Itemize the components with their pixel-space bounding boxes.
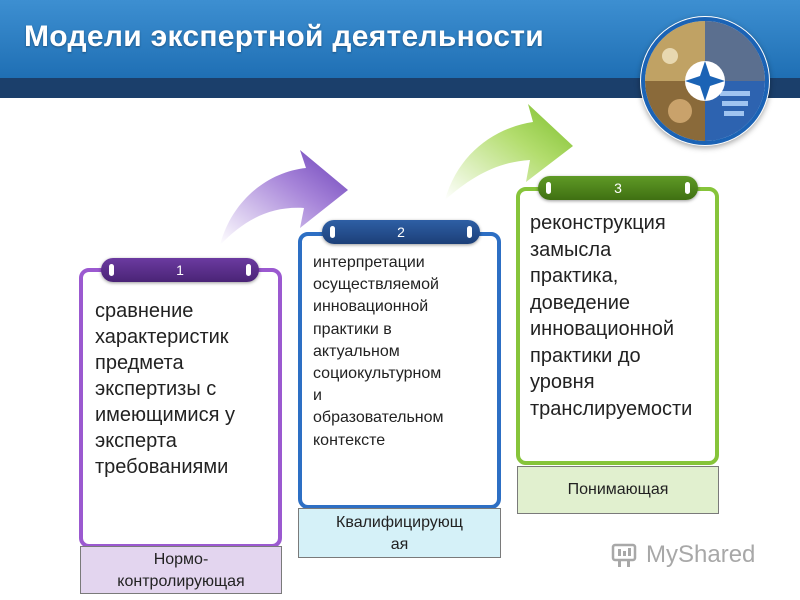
step-card-2 <box>298 232 501 509</box>
step-number-tab: 1 <box>101 258 259 282</box>
pin-icon <box>467 226 472 238</box>
pin-icon <box>330 226 335 238</box>
step-description: интерпретации осуществляемой инновационн… <box>313 254 444 449</box>
pin-icon <box>546 182 551 194</box>
curved-arrow-icon <box>220 150 348 245</box>
step-number-tab: 2 <box>322 220 480 244</box>
pin-icon <box>109 264 114 276</box>
pin-icon <box>685 182 690 194</box>
curved-arrow-icon <box>445 104 573 200</box>
step-number: 1 <box>176 262 184 278</box>
pin-icon <box>246 264 251 276</box>
model-type-label: Понимающая <box>517 466 719 514</box>
model-type-label: Нормо- контролирующая <box>80 546 282 594</box>
header-dark-stripe <box>0 78 800 98</box>
step-description: реконструкция замысла практика, доведени… <box>530 212 693 420</box>
step-number: 2 <box>397 224 405 240</box>
step-description: сравнение характеристик предмета эксперт… <box>95 300 235 478</box>
model-type-label: Квалифицирующ ая <box>298 508 501 558</box>
step-number-tab: 3 <box>538 176 698 200</box>
step-number: 3 <box>614 180 622 196</box>
page-title: Модели экспертной деятельности <box>24 20 544 53</box>
globe-photo-collage-icon <box>640 16 770 146</box>
watermark: MyShared <box>610 538 755 572</box>
myshared-logo-icon <box>611 543 637 567</box>
watermark-text: MyShared <box>646 541 756 568</box>
